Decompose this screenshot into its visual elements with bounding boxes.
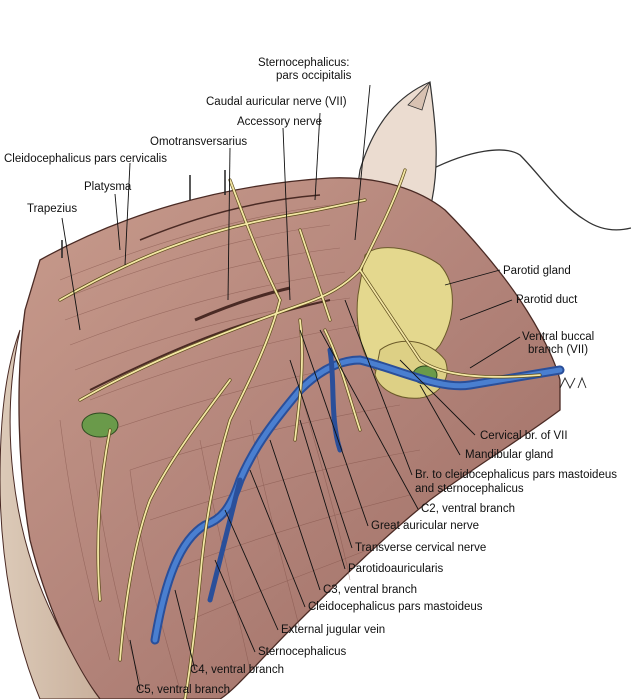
label-c2-ventral: C2, ventral branch: [421, 503, 515, 515]
label-cleidocephalicus-mastoideus: Cleidocephalicus pars mastoideus: [308, 601, 483, 613]
neck-muscles: [18, 177, 561, 699]
label-parotidoauricularis: Parotidoauricularis: [348, 563, 444, 575]
label-c4-ventral: C4, ventral branch: [190, 664, 284, 676]
label-sternocephalicus-occipitalis-1: Sternocephalicus:: [258, 57, 350, 69]
label-cleidocephalicus-cervicalis: Cleidocephalicus pars cervicalis: [4, 153, 167, 165]
signature-mark: [559, 376, 587, 390]
label-cervical-br-vii: Cervical br. of VII: [480, 430, 568, 442]
label-great-auricular-nerve: Great auricular nerve: [371, 520, 480, 532]
label-sternocephalicus: Sternocephalicus: [258, 646, 347, 658]
label-parotid-gland: Parotid gland: [503, 265, 571, 277]
label-trapezius: Trapezius: [27, 203, 78, 215]
label-omotransversarius: Omotransversarius: [150, 136, 248, 148]
label-ventral-buccal-1: Ventral buccal: [522, 331, 595, 343]
label-br-cleidocephalicus-2: and sternocephalicus: [415, 483, 524, 495]
label-ventral-buccal-2: branch (VII): [528, 344, 589, 356]
label-c3-ventral: C3, ventral branch: [323, 584, 417, 596]
label-caudal-auricular-nerve: Caudal auricular nerve (VII): [206, 96, 347, 108]
label-sternocephalicus-occipitalis-2: pars occipitalis: [276, 70, 352, 82]
label-parotid-duct: Parotid duct: [516, 294, 578, 306]
lymph-node-1: [81, 412, 119, 438]
label-c5-ventral: C5, ventral branch: [136, 684, 230, 696]
leader-lines: [61, 84, 521, 691]
label-transverse-cervical-nerve: Transverse cervical nerve: [355, 542, 487, 554]
retractor-pins: [61, 170, 226, 258]
head-outline: [429, 149, 631, 231]
label-mandibular-gland: Mandibular gland: [465, 449, 554, 461]
label-br-cleidocephalicus-1: Br. to cleidocephalicus pars mastoideus: [415, 469, 617, 481]
label-platysma: Platysma: [84, 181, 132, 193]
label-accessory-nerve: Accessory nerve: [237, 116, 323, 128]
label-external-jugular-vein: External jugular vein: [281, 624, 386, 636]
skin-flap: [0, 329, 101, 699]
